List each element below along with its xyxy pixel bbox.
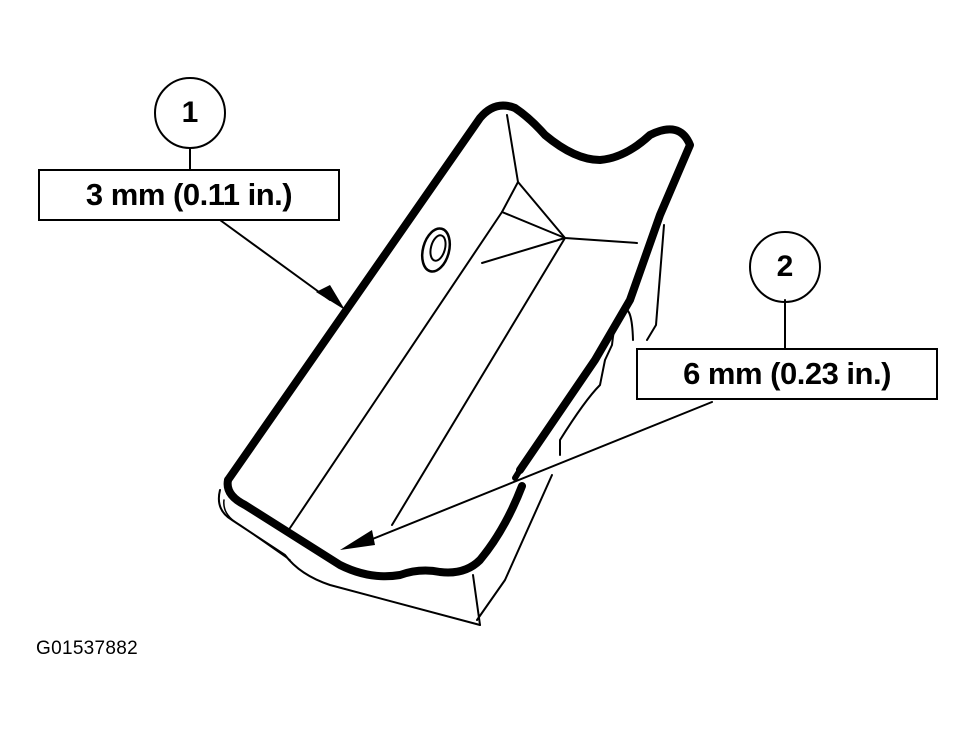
callout-label-1: 3 mm (0.11 in.) [85, 177, 293, 212]
sealant-bead-bottom [223, 476, 526, 581]
sealant-bead [224, 101, 694, 484]
arrowhead-1 [316, 285, 345, 310]
callout-number-1: 1 [181, 96, 199, 129]
leader-line-1 [219, 219, 331, 301]
callout-label-2: 6 mm (0.23 in.) [683, 356, 891, 391]
callout-number-2: 2 [776, 250, 794, 283]
leader-line-2 [369, 401, 713, 541]
drain-plug [420, 227, 452, 273]
figure-id: G01537882 [36, 638, 139, 659]
arrowhead-2 [340, 530, 375, 550]
